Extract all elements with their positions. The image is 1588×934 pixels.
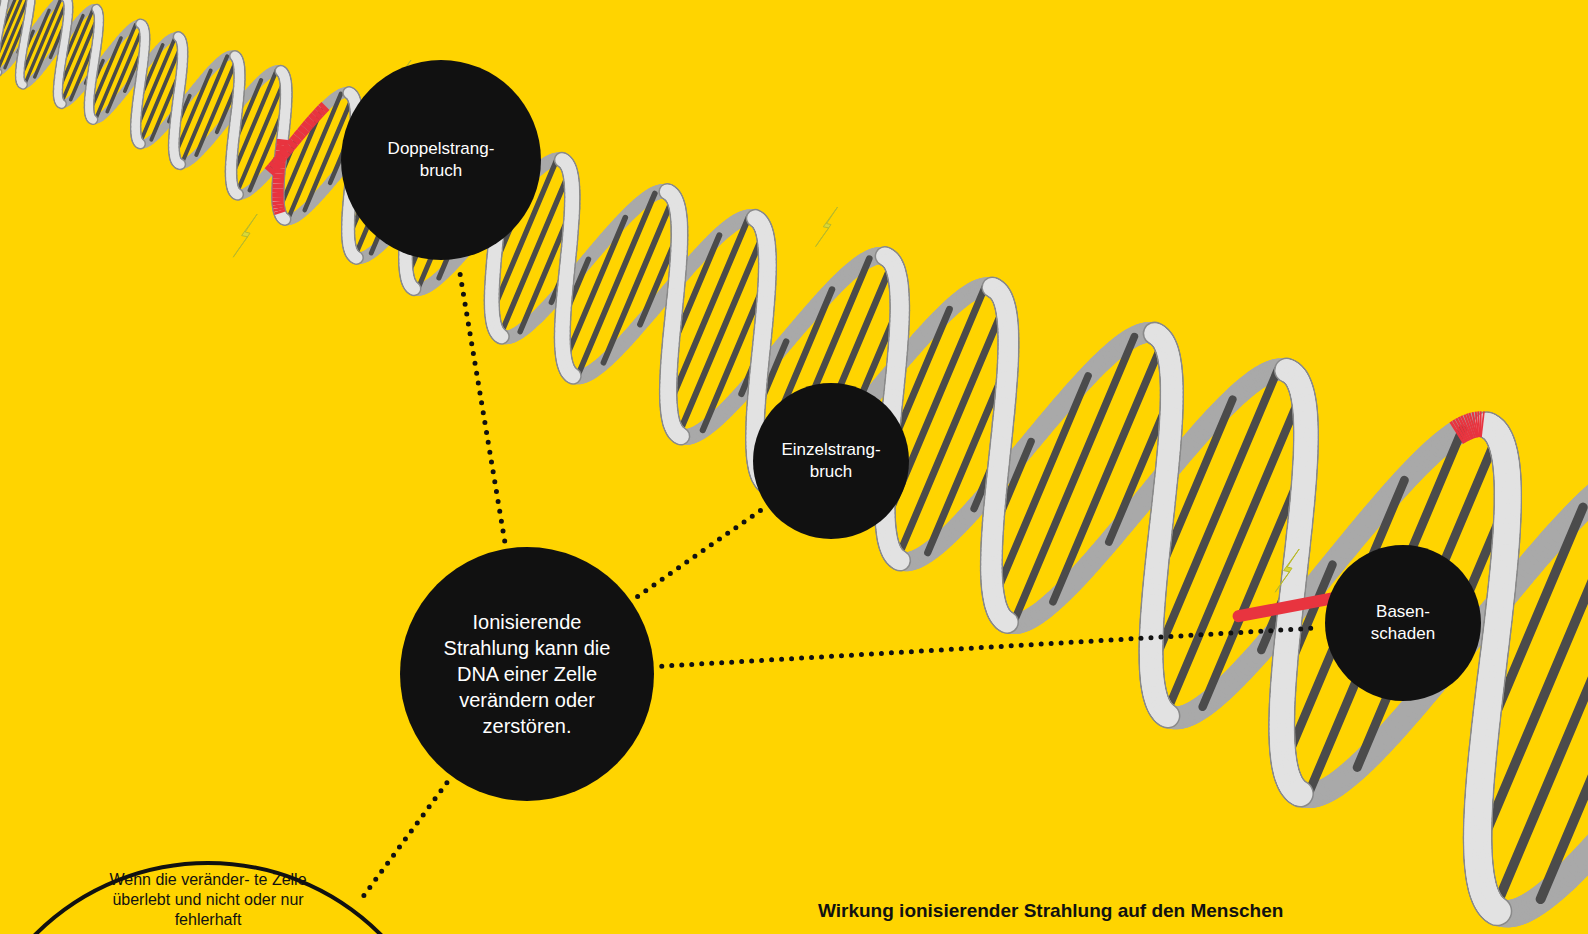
dna-base-pair (1155, 399, 1233, 582)
dna-strand-edge (413, 280, 414, 296)
dna-base-pair (679, 232, 765, 435)
dna-strand-back (305, 124, 309, 128)
dna-strand-back (1459, 430, 1461, 431)
dna-strand-back (319, 109, 322, 113)
dna-strand-edge (271, 193, 284, 197)
dna-strand-edge (271, 197, 284, 201)
dna-back-strands (0, 0, 1588, 914)
dna-base-pair (604, 197, 674, 363)
dna-base-pair (61, 15, 99, 104)
dna-base-pair (703, 278, 767, 430)
dna-strand-back (272, 164, 276, 168)
dna-base-pair (5, 9, 30, 68)
dna-strand-edge (271, 189, 284, 194)
dna-base-pair (577, 194, 655, 378)
dna-base-pair (236, 79, 285, 194)
dna-strand-back (276, 160, 280, 164)
dna-base-pairs (0, 0, 1588, 910)
dna-strand-back (298, 133, 302, 137)
dna-base-pair (182, 56, 228, 164)
dna-base-pair (271, 143, 282, 170)
dna-strand-edge (283, 212, 285, 226)
dna-strand-back (287, 146, 291, 151)
dna-base-pair (140, 44, 182, 144)
dna-strand-edge (139, 143, 140, 144)
dna-strand-back (1456, 432, 1458, 434)
dna-strand-edge (271, 184, 284, 189)
dna-base-pair (1013, 337, 1134, 624)
dna-strand-edge (355, 250, 357, 265)
dna-strand-back (322, 106, 325, 109)
dna-strand-edge (92, 119, 93, 120)
dna-base-pair (897, 305, 1005, 559)
dna-strand-edge (1299, 779, 1301, 807)
dna-base-pair (520, 209, 572, 332)
dna-base-pair (217, 79, 240, 132)
dna-base-pair (231, 70, 277, 178)
dna-strand-back (294, 137, 298, 142)
dna-strand-edge (680, 426, 681, 446)
dna-strand-back (316, 113, 319, 117)
dna-base-pair (1166, 392, 1302, 714)
dna-strand-edge (572, 367, 573, 385)
dna-base-pair (35, 0, 68, 77)
dna-strand-back (290, 142, 294, 147)
dna-base-pair (1484, 507, 1583, 741)
dna-strand-back (283, 151, 287, 156)
dna-base-pair (107, 27, 143, 112)
dna-base-pair (1495, 496, 1588, 909)
dna-base-pair (1109, 393, 1172, 542)
dna-base-pair (125, 44, 145, 91)
dna-strand-back (309, 120, 313, 124)
dna-strand-edge (500, 327, 501, 344)
dna-base-pair (71, 35, 98, 99)
dna-strand-edge (1006, 610, 1008, 634)
dna-strand-edge (899, 549, 901, 572)
dna-base-pair (1053, 341, 1163, 602)
dna-base-pair (640, 231, 680, 324)
dna-strand-back (279, 155, 283, 159)
dna-base-pair (89, 38, 121, 113)
dna-base-pair (288, 94, 341, 220)
dna-front-outline (0, 0, 1588, 911)
dna-base-pair (0, 0, 19, 42)
dna-base-pair (669, 217, 749, 406)
dna-base-pair (250, 105, 286, 191)
dna-base-pair (1478, 469, 1588, 852)
dna-strand-back (312, 116, 315, 120)
dna-base-pair (1151, 370, 1277, 669)
dna-strand-edge (272, 179, 286, 184)
dna-base-pair (196, 59, 237, 155)
dna-base-pair (58, 8, 94, 92)
dna-strand-back (1461, 429, 1463, 430)
dna-strand-back (1466, 427, 1468, 428)
dna-base-pair (50, 16, 68, 58)
dna-base-pair (670, 235, 719, 351)
dna-strand-back (302, 128, 306, 132)
dna-strand-back (1463, 428, 1465, 429)
dna-base-pair (151, 67, 182, 140)
dna-strand-back (269, 168, 273, 172)
dna-base-pair (928, 363, 1008, 553)
dna-strand-edge (236, 187, 238, 201)
dna-strand-edge (179, 158, 181, 171)
dna-base-pair (1203, 464, 1306, 707)
dna-base-pair (20, 10, 49, 79)
dna-strand-edge (22, 84, 23, 85)
dna-base-pair (1541, 589, 1588, 900)
dna-base-pair (95, 25, 135, 120)
